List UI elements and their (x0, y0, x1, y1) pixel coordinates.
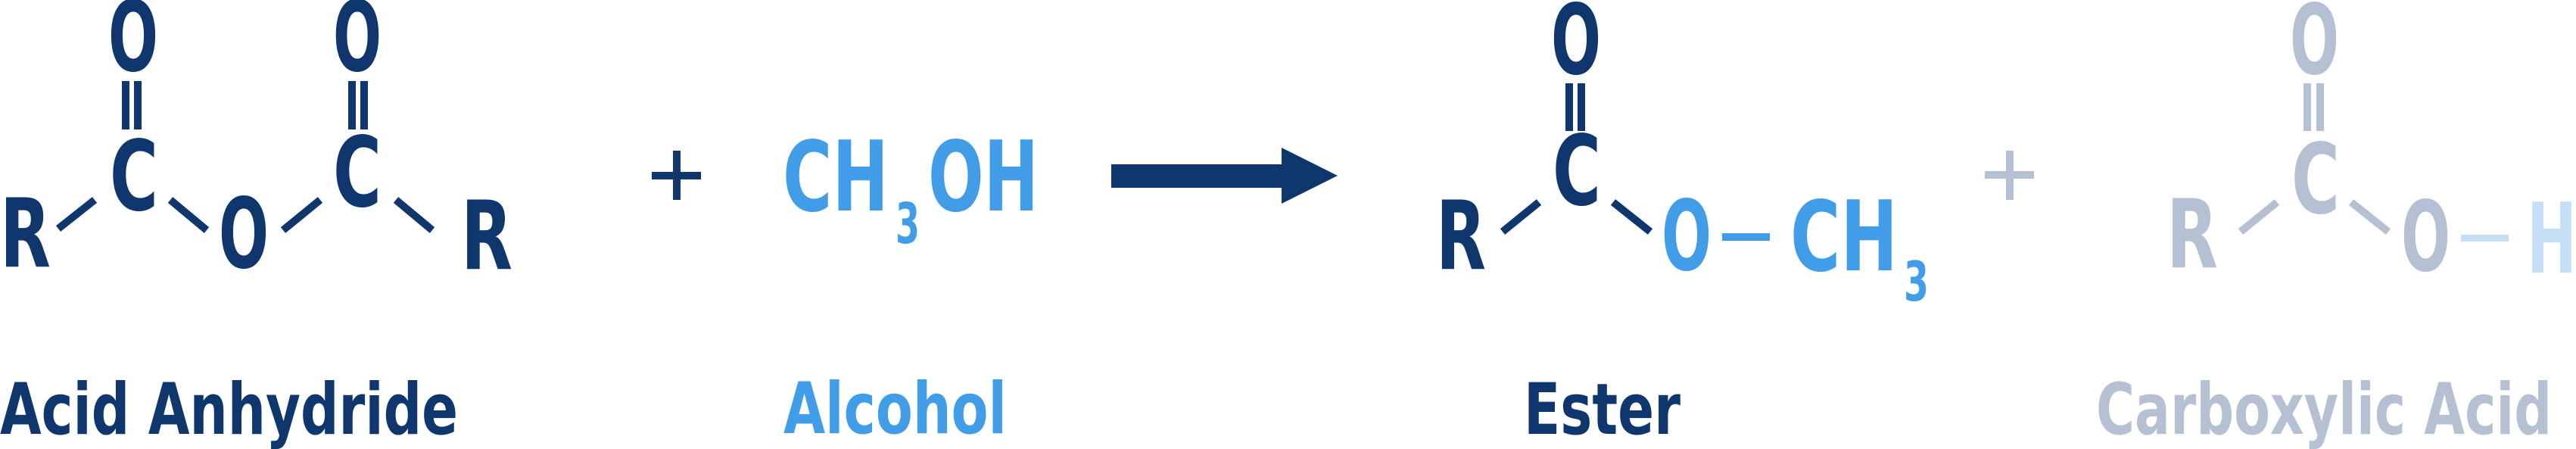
bond-c-o-acid (2348, 199, 2391, 235)
label-carboxylic-acid: Carboxylic Acid (2096, 369, 2552, 449)
atom-o-carbonyl-2: O (333, 0, 382, 94)
atom-o-carbonyl-1: O (108, 0, 158, 94)
atom-r-ester: R (1436, 180, 1486, 292)
plus-sign-1 (652, 151, 701, 200)
atom-c-2: C (333, 117, 382, 229)
subscript-3-ester: 3 (1904, 250, 1929, 313)
double-bond-acid-b (2316, 83, 2324, 131)
atom-r-right: R (461, 180, 512, 292)
bond-c2-r-right (393, 197, 435, 233)
acid-anhydride-structure: O C R O O C R (0, 0, 512, 292)
atom-ch-ester: CH (1790, 181, 1898, 294)
atom-c-ester: C (1553, 115, 1601, 228)
bond-o-bridge-c2 (280, 197, 323, 233)
reaction-arrow-icon (1111, 148, 1338, 204)
double-bond-2a (348, 81, 356, 129)
label-alcohol: Alcohol (783, 368, 1007, 449)
double-bond-ester-b (1578, 83, 1585, 131)
bond-r-c-acid (2238, 199, 2280, 235)
bond-r-c-ester (1500, 199, 1542, 235)
label-ester: Ester (1524, 369, 1680, 449)
atom-c-1: C (110, 120, 158, 233)
double-bond-1a (122, 81, 129, 129)
bond-o-h (2461, 235, 2509, 242)
atom-r-acid: R (2166, 179, 2218, 290)
label-acid-anhydride: Acid Anhydride (0, 369, 458, 449)
formula-oh: OH (928, 121, 1039, 234)
atom-o-carbonyl-ester: O (1551, 0, 1601, 97)
methanol-formula: CH 3 OH (783, 121, 1039, 257)
atom-o-carbonyl-acid: O (2290, 0, 2339, 97)
formula-ch: CH (783, 121, 889, 234)
atom-o-acid-single: O (2401, 181, 2450, 294)
double-bond-ester-a (1565, 83, 1573, 131)
atom-c-acid: C (2291, 123, 2340, 236)
atom-o-bridge: O (219, 178, 269, 291)
bond-r-c-1 (55, 197, 98, 232)
plus-sign-2 (1985, 151, 2034, 200)
atom-o-ester-single: O (1662, 180, 1712, 293)
atom-r-left: R (0, 178, 51, 289)
formula-subscript-3: 3 (896, 192, 920, 257)
bond-c1-o-bridge (167, 197, 210, 233)
atom-h-acid: H (2527, 183, 2576, 296)
double-bond-acid-a (2303, 83, 2311, 131)
ester-structure: O C R O CH 3 (1436, 0, 1929, 313)
bond-c-o-ester (1610, 199, 1653, 235)
carboxylic-acid-structure: R O C O H (2166, 0, 2576, 296)
double-bond-1b (134, 81, 142, 129)
double-bond-2b (360, 81, 368, 129)
bond-o-ch3 (1722, 233, 1770, 241)
